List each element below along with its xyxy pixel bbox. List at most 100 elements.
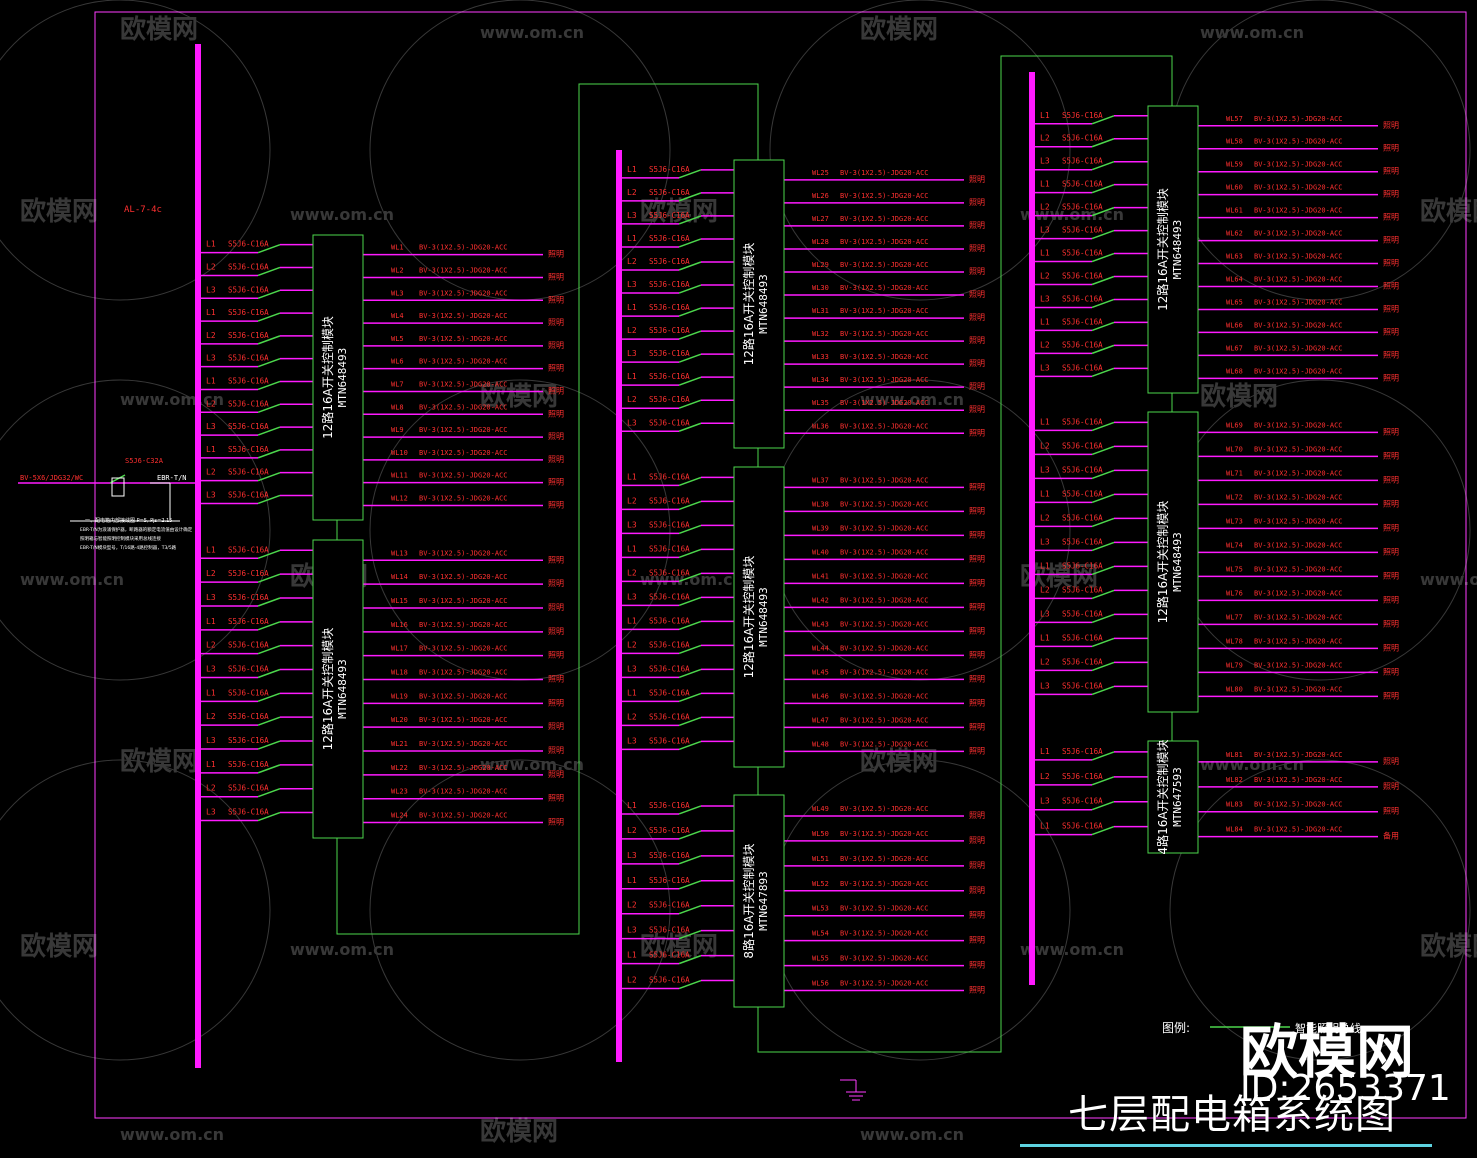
phase-label: L1 — [206, 240, 216, 249]
phase-label: L1 — [627, 472, 637, 481]
breaker-label: S5J6-C16A — [649, 234, 690, 243]
breaker-label: S5J6-C16A — [649, 211, 690, 220]
circuit-id: WL39 — [812, 524, 829, 532]
breaker-label: S5J6-C16A — [649, 418, 690, 427]
breaker-label: S5J6-C16A — [1062, 134, 1103, 143]
load-label: 照明 — [969, 578, 985, 587]
load-label: 照明 — [548, 478, 564, 487]
cable-spec: BV-3(1X2.5)-JDG20-ACC — [419, 812, 508, 820]
cable-spec: BV-3(1X2.5)-JDG20-ACC — [840, 596, 929, 604]
breaker-label: S5J6-C16A — [1062, 465, 1103, 474]
load-label: 照明 — [1383, 547, 1399, 556]
load-label: 照明 — [548, 272, 564, 281]
breaker-label: S5J6-C16A — [1062, 657, 1103, 666]
circuit-id: WL70 — [1226, 445, 1243, 453]
circuit-id: WL61 — [1226, 207, 1243, 215]
circuit-id: WL75 — [1226, 565, 1243, 573]
circuit-id: WL3 — [391, 289, 404, 297]
cable-spec: BV-3(1X2.5)-JDG20-ACC — [419, 358, 508, 366]
cable-spec: BV-3(1X2.5)-JDG20-ACC — [1254, 589, 1343, 597]
load-label: 照明 — [969, 482, 985, 491]
phase-label: L1 — [1040, 180, 1050, 189]
phase-label: L1 — [627, 372, 637, 381]
load-label: 照明 — [969, 886, 985, 895]
circuit-id: WL79 — [1226, 661, 1243, 669]
cable-spec: BV-3(1X2.5)-JDG20-ACC — [1254, 207, 1343, 215]
load-label: 照明 — [1383, 350, 1399, 359]
breaker-label: S5J6-C16A — [228, 784, 269, 793]
watermark-text: www.om.cn — [290, 205, 394, 224]
load-label: 照明 — [1383, 571, 1399, 580]
load-label: 照明 — [969, 650, 985, 659]
load-label: 备用 — [1383, 831, 1399, 841]
breaker-label: S5J6-C16A — [1062, 111, 1103, 120]
cable-spec: BV-3(1X2.5)-JDG20-ACC — [1254, 253, 1343, 261]
breaker-label: S5J6-C16A — [1062, 561, 1103, 570]
module-model: MTN647893 — [757, 871, 770, 931]
load-label: 照明 — [969, 986, 985, 995]
phase-label: L3 — [1040, 226, 1050, 235]
load-label: 照明 — [969, 382, 985, 391]
breaker-label: S5J6-C16A — [649, 472, 690, 481]
circuit-id: WL64 — [1226, 275, 1243, 283]
cable-spec: BV-3(1X2.5)-JDG20-ACC — [1254, 826, 1343, 834]
legend-label: 图例: — [1162, 1021, 1190, 1035]
phase-label: L3 — [206, 422, 216, 431]
watermark-text: www.om.cn — [860, 390, 964, 409]
module-title: 4路16A开关控制模块 — [1155, 739, 1170, 854]
phase-label: L3 — [627, 280, 637, 289]
circuit-id: WL11 — [391, 472, 408, 480]
watermark-text: 欧模网 — [480, 1116, 558, 1147]
breaker-label: S5J6-C16A — [649, 326, 690, 335]
cable-spec: BV-3(1X2.5)-JDG20-ACC — [419, 426, 508, 434]
load-label: 照明 — [969, 359, 985, 368]
phase-label: L1 — [1040, 317, 1050, 326]
phase-label: L1 — [627, 234, 637, 243]
circuit-id: WL83 — [1226, 801, 1243, 809]
circuit-id: WL73 — [1226, 517, 1243, 525]
circuit-id: WL59 — [1226, 161, 1243, 169]
circuit-id: WL78 — [1226, 637, 1243, 645]
load-label: 照明 — [1383, 667, 1399, 676]
phase-label: L3 — [206, 808, 216, 817]
cable-spec: BV-3(1X2.5)-JDG20-ACC — [419, 380, 508, 388]
breaker-label: S5J6-C16A — [649, 372, 690, 381]
phase-label: L1 — [1040, 561, 1050, 570]
breaker-label: S5J6-C16A — [649, 568, 690, 577]
phase-label: L2 — [206, 262, 216, 271]
breaker-label: S5J6-C16A — [649, 851, 690, 860]
phase-label: L1 — [627, 951, 637, 960]
circuit-id: WL18 — [391, 669, 408, 677]
circuit-id: WL69 — [1226, 421, 1243, 429]
note-2: EBR-T/N为浪涌保护器，断路器的额定电流值由设计确定 — [80, 526, 193, 533]
load-label: 照明 — [1383, 782, 1399, 791]
circuit-id: WL33 — [812, 353, 829, 361]
load-label: 照明 — [548, 455, 564, 464]
breaker-label: S5J6-C16A — [1062, 513, 1103, 522]
phase-label: L2 — [627, 188, 637, 197]
phase-label: L1 — [206, 688, 216, 697]
breaker-label: S5J6-C16A — [649, 664, 690, 673]
load-label: 照明 — [969, 602, 985, 611]
load-label: 照明 — [548, 364, 564, 373]
load-label: 照明 — [1383, 373, 1399, 382]
load-label: 照明 — [548, 746, 564, 755]
spd-label: EBR-T/N — [157, 474, 187, 482]
breaker-label: S5J6-C16A — [228, 285, 269, 294]
breaker-label: S5J6-C16A — [1062, 585, 1103, 594]
note-3: 照明箱与智能照明控制模块采用总线连接 — [80, 535, 161, 542]
watermark-circle — [769, 0, 1071, 301]
